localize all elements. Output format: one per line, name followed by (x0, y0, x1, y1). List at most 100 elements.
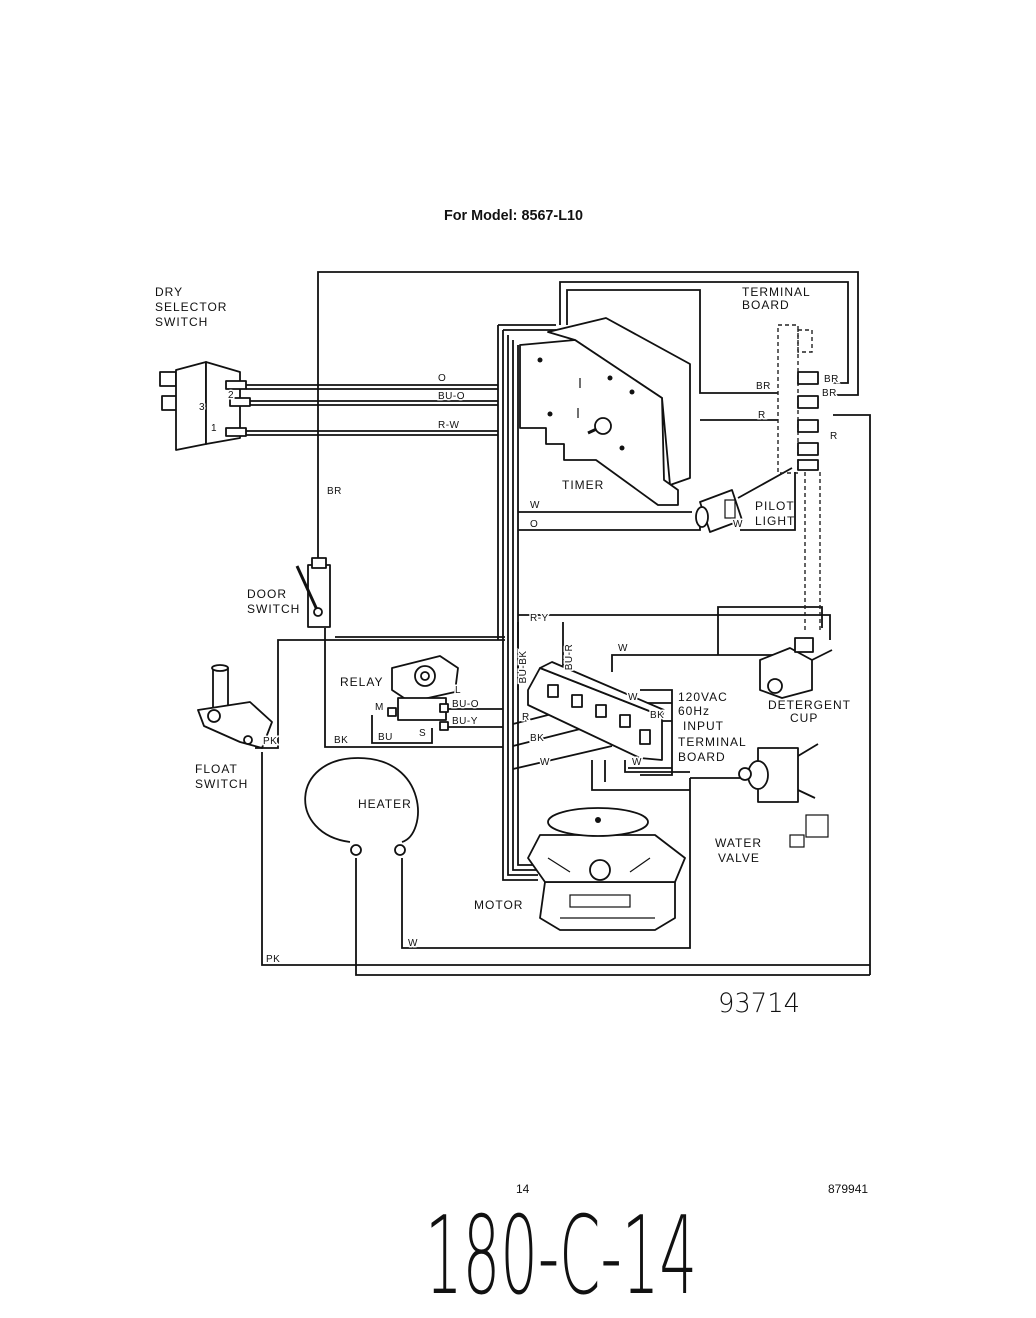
terminal-board: TERMINAL BOARD (742, 285, 819, 474)
water-valve-outlet (805, 814, 829, 838)
timer-label: TIMER (562, 478, 604, 492)
wire-label: W (530, 500, 540, 511)
motor-detail (547, 857, 655, 919)
dry-selector-switch: 1 2 3 DRY SELECTOR SWITCH (155, 285, 251, 451)
input-terminal (595, 704, 607, 718)
wire-label: R (830, 431, 838, 442)
wire-black-door-switch (324, 628, 503, 748)
wire-orange-timer-to-pilot (518, 522, 701, 531)
wire-label: BR (824, 374, 839, 385)
input-board-label-3: INPUT (683, 719, 724, 733)
detergent-cup-solenoid (767, 678, 783, 694)
water-valve-label-2: VALVE (718, 851, 760, 865)
heater-terminal-left (350, 844, 362, 856)
terminal-board-label-1: TERMINAL (742, 285, 811, 299)
wire-dashed-right (804, 472, 821, 632)
relay-coil-core (420, 671, 430, 681)
water-valve: WATER VALVE (715, 743, 829, 865)
dry-selector-switch-label-1: DRY (155, 285, 183, 299)
float-switch-terminal (243, 735, 253, 745)
timer-knob (594, 417, 612, 435)
relay-terminal-m: M (375, 702, 384, 713)
relay-terminal-l: L (455, 685, 461, 696)
wire-label: BK (334, 735, 348, 746)
terminal-board-tab (797, 419, 819, 433)
timer-hole (547, 411, 553, 417)
selector-terminal-3: 3 (199, 402, 205, 413)
terminal-board-tab (797, 329, 813, 353)
float-switch-plate (197, 701, 273, 749)
relay-terminal (387, 707, 397, 717)
wire-white-bottom-to-heater (401, 778, 691, 949)
diagram-title: For Model: 8567-L10 (444, 207, 583, 224)
selector-terminal-1: 1 (211, 423, 217, 434)
wire-label: PK (263, 736, 277, 747)
wire-label: W (628, 692, 638, 703)
terminal-board-label-2: BOARD (742, 298, 790, 312)
terminal-board-tab (797, 371, 819, 385)
pilot-light-label-2: LIGHT (755, 514, 795, 528)
water-valve-inlet (738, 767, 752, 781)
motor-winding (569, 894, 631, 908)
door-switch-pivot (313, 607, 323, 617)
input-board-label-1: 120VAC (678, 690, 728, 704)
float-switch-label-1: FLOAT (195, 762, 238, 776)
wiring (246, 271, 871, 976)
wire-label: BR (327, 486, 342, 497)
relay-label: RELAY (340, 675, 383, 689)
wire-label: PK (266, 954, 280, 965)
wire-red-right-side (833, 414, 871, 975)
wire-label: BU (378, 732, 393, 743)
wire-label: W (632, 757, 642, 768)
dry-selector-switch-label-3: SWITCH (155, 315, 208, 329)
relay-base (397, 697, 447, 721)
detergent-cup-label-1: DETERGENT (768, 698, 851, 712)
wire-timer-to-terminal-board-top (559, 281, 849, 384)
wire-label: O (438, 373, 446, 384)
document-number: 879941 (828, 1182, 868, 1196)
wire-label: BK (650, 710, 664, 721)
water-valve-fittings (797, 743, 819, 799)
door-switch-label-2: SWITCH (247, 602, 300, 616)
relay-terminal (439, 721, 449, 731)
input-board-label-5: BOARD (678, 750, 726, 764)
water-valve-label-1: WATER (715, 836, 762, 850)
input-board-label-4: TERMINAL (678, 735, 747, 749)
wire-red-white-selector (246, 430, 498, 436)
wire-label: W (618, 643, 628, 654)
terminal-board-tab (797, 395, 819, 409)
timer-hole (607, 375, 613, 381)
heater-terminal-right (394, 844, 406, 856)
door-switch-label-1: DOOR (247, 587, 287, 601)
door-switch-cap (311, 557, 327, 569)
timer-hole (619, 445, 625, 451)
wire-label: BR (822, 388, 837, 399)
float-switch-stem (212, 667, 229, 711)
wire-blue-relay (371, 715, 433, 744)
input-terminal (547, 684, 559, 698)
input-board-label-2: 60Hz (678, 704, 710, 718)
motor-hub (589, 859, 611, 881)
heater: HEATER (304, 757, 419, 856)
wire-brown-outer-loop (317, 271, 859, 560)
motor-spindle (595, 817, 601, 823)
float-switch-label-2: SWITCH (195, 777, 248, 791)
wire-label: BU-Y (452, 716, 478, 727)
wire-color-labels: O BU-O R-W BR W O W BR R BR BR R R-Y W B… (262, 372, 840, 967)
wire-pink-bottom (261, 752, 870, 966)
float-switch: FLOAT SWITCH (195, 664, 273, 791)
timer-marks (577, 378, 581, 418)
wire-label: BR (756, 381, 771, 392)
wire-label: R (758, 410, 766, 421)
float-switch-nut (207, 709, 221, 723)
pilot-light: PILOT LIGHT (695, 489, 795, 533)
heater-label: HEATER (358, 797, 412, 811)
wire-label: R (522, 712, 530, 723)
relay: RELAY L M S (340, 655, 462, 741)
wire-harness-bundle (497, 324, 556, 881)
figure-number: 93714 (718, 988, 800, 1019)
wire-label: BU-BK (518, 650, 529, 683)
float-switch-stem-top (211, 664, 229, 672)
page-number: 14 (516, 1182, 530, 1196)
